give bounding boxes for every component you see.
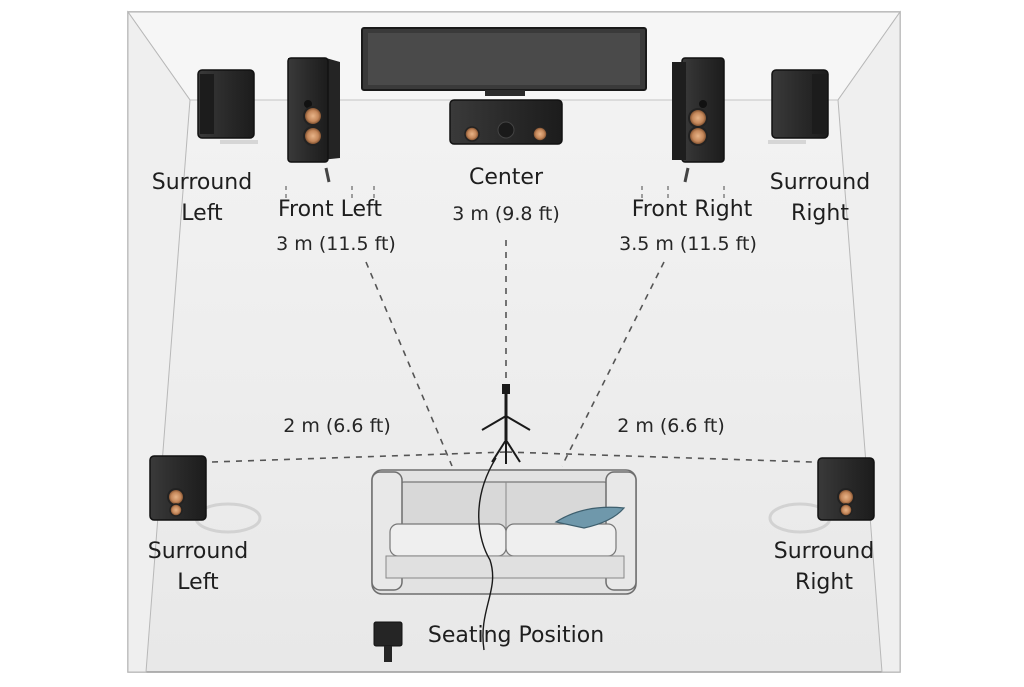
front-right-line bbox=[561, 261, 665, 467]
label-surround-right-top: Surround Right bbox=[769, 170, 871, 226]
distance-front-right: 3.5 m (11.5 ft) bbox=[619, 233, 757, 255]
surround-left-line bbox=[211, 451, 507, 463]
surround-right-top-speaker bbox=[768, 69, 829, 144]
surround-right-bottom-speaker bbox=[768, 457, 875, 534]
label-ticks bbox=[285, 186, 725, 198]
tv bbox=[361, 27, 647, 96]
center-speaker bbox=[449, 99, 563, 145]
surround-left-top-speaker bbox=[197, 69, 258, 144]
distance-front-left: 3 m (11.5 ft) bbox=[276, 233, 396, 255]
front-left-line bbox=[365, 261, 453, 467]
front-right-speaker bbox=[672, 57, 725, 183]
label-seating-position: Seating Position bbox=[427, 623, 605, 648]
label-surround-right-bottom: Surround Right bbox=[773, 539, 875, 595]
front-left-speaker bbox=[287, 57, 340, 183]
distance-lines bbox=[211, 240, 813, 467]
surround-left-bottom-speaker bbox=[149, 455, 262, 534]
surround-right-line bbox=[505, 451, 813, 463]
label-front-left: Front Left bbox=[277, 197, 383, 222]
distance-surround-left: 2 m (6.6 ft) bbox=[283, 415, 391, 437]
measurement-mic bbox=[478, 384, 531, 651]
label-front-right: Front Right bbox=[631, 197, 753, 222]
audio-interface bbox=[373, 621, 403, 662]
label-surround-left-bottom: Surround Left bbox=[147, 539, 249, 595]
label-center: Center bbox=[468, 165, 544, 190]
sofa bbox=[371, 469, 637, 595]
distance-center: 3 m (9.8 ft) bbox=[452, 203, 560, 225]
distance-surround-right: 2 m (6.6 ft) bbox=[617, 415, 725, 437]
label-surround-left-top: Surround Left bbox=[151, 170, 253, 226]
